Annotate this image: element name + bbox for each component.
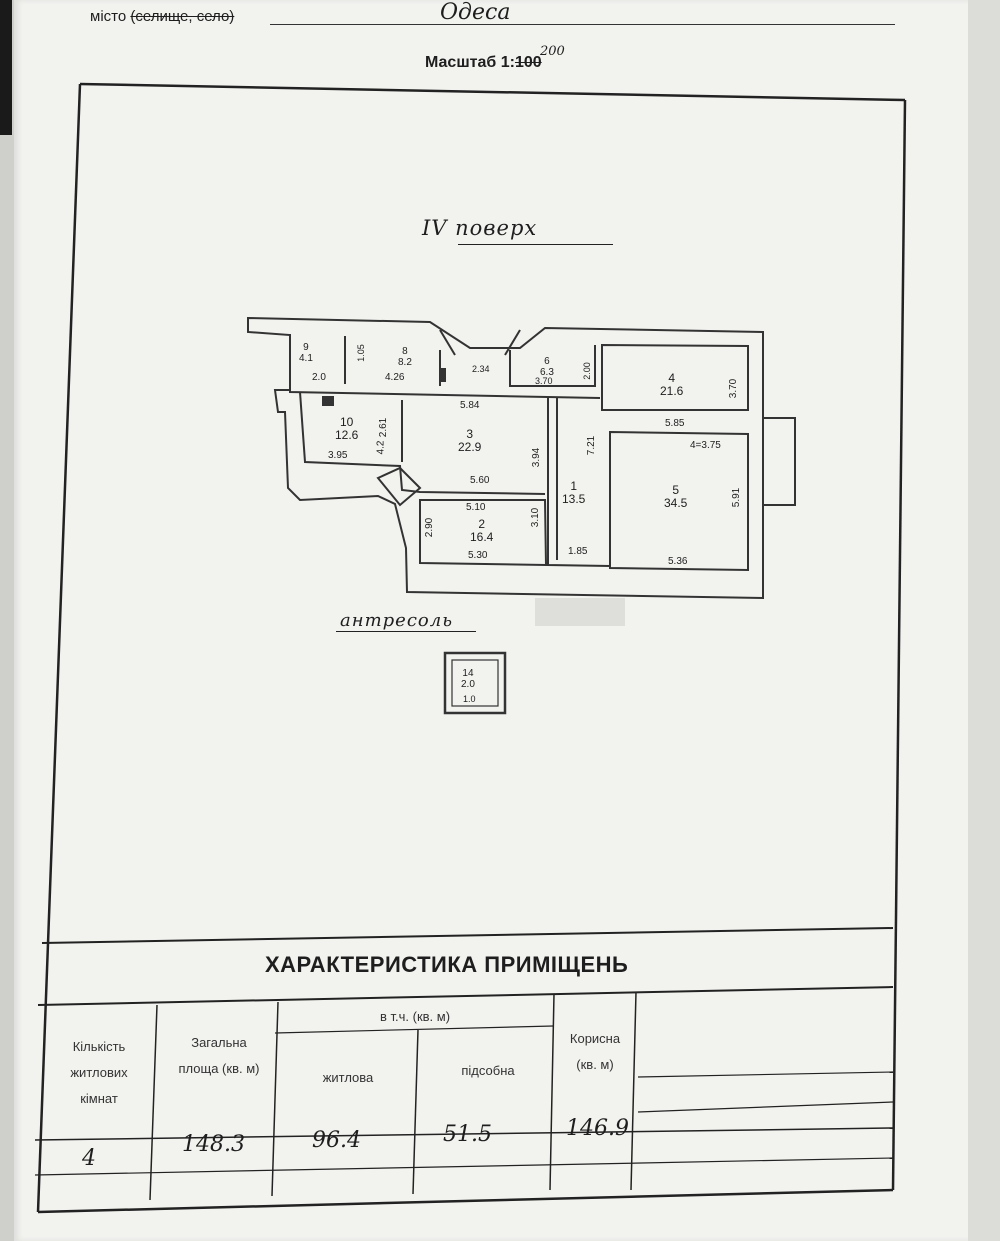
dimension-label: 5.91: [731, 487, 743, 508]
header-useful: Корисна (кв. м): [569, 1031, 621, 1072]
dimension-label: 5.10: [466, 502, 486, 513]
mezzanine-title: антресоль: [340, 610, 454, 631]
dimension-label: 5.84: [460, 400, 480, 411]
header-living-rooms-count: Кількість житлових кімнат: [70, 1039, 128, 1106]
dimension-label: 1.0: [463, 694, 476, 704]
floor-title: IV поверх: [422, 216, 538, 240]
background-edge: [0, 0, 18, 1241]
scale-label: Масштаб 1:100: [425, 54, 542, 72]
header-including: в т.ч. (кв. м): [379, 1009, 451, 1024]
dimension-label: 5.60: [470, 475, 490, 486]
floor-title-underline: [458, 244, 613, 245]
document-sheet: [14, 0, 969, 1241]
header-living: житлова: [322, 1070, 374, 1085]
dimension-label: 2.00: [581, 362, 592, 380]
dimension-label: 2.0: [312, 372, 326, 383]
dimension-label: 2.34: [472, 364, 490, 374]
value-living-rooms-count: 4: [82, 1146, 96, 1171]
dimension-label: 5.85: [665, 418, 685, 429]
city-underline: [270, 24, 895, 25]
value-total-area: 148.3: [182, 1132, 245, 1157]
header-auxiliary: підсобна: [461, 1063, 515, 1078]
city-label-prefix: місто: [90, 8, 127, 25]
dimension-label: 3.95: [328, 450, 348, 461]
dimension-label: 4=3.75: [690, 440, 721, 451]
mezzanine-title-underline: [336, 631, 476, 632]
dimension-label: 3.10: [530, 507, 542, 528]
dimension-label: 2.90: [424, 517, 436, 538]
dimension-label: 5.30: [468, 550, 488, 561]
scale-corrected: 200: [540, 44, 565, 59]
dimension-label: 1.85: [568, 546, 588, 557]
value-auxiliary: 51.5: [443, 1122, 492, 1147]
header-total-area: Загальна площа (кв. м): [178, 1035, 260, 1076]
characteristics-title: ХАРАКТЕРИСТИКА ПРИМІЩЕНЬ: [265, 952, 629, 977]
dimension-label: 3.94: [531, 447, 543, 468]
city-label-struck: (селище, село): [130, 8, 235, 25]
dimension-label: 4.2: [375, 440, 387, 455]
dimension-label: 1.05: [355, 344, 366, 362]
dimension-label: 4.26: [385, 372, 405, 383]
value-useful: 146.9: [566, 1116, 629, 1141]
dimension-label: 5.36: [668, 556, 688, 567]
dark-corner: [0, 0, 12, 135]
city-label: місто (селище, село): [90, 8, 234, 25]
dimension-label: 2.61: [378, 417, 390, 438]
scale-prefix: 1:: [500, 54, 515, 71]
dimension-label: 3.70: [535, 376, 553, 386]
scale-label-text: Масштаб: [425, 54, 497, 71]
scale-original: 100: [514, 54, 542, 71]
dimension-label: 3.70: [728, 378, 740, 399]
dimension-label: 7.21: [586, 435, 598, 456]
value-living: 96.4: [312, 1128, 361, 1153]
city-value: Одеса: [440, 0, 511, 25]
right-margin: [968, 0, 1000, 1241]
